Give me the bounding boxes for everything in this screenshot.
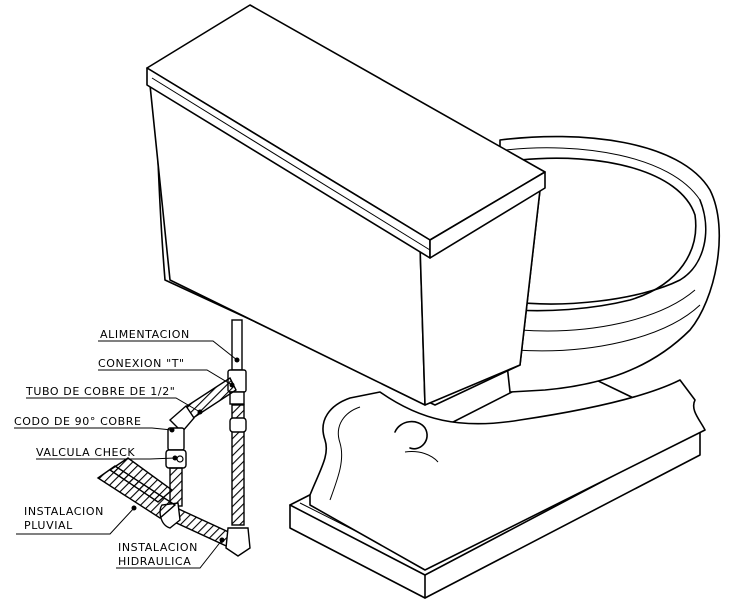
toilet-bowl [499,135,721,393]
label-codo-cobre: CODO DE 90° COBRE [14,415,142,428]
label-tubo-cobre: TUBO DE COBRE DE 1/2" [25,385,175,398]
leader-alimentacion [98,340,238,361]
copper-tube-vertical-left [169,467,183,507]
leader-codo-cobre [14,427,173,431]
plumbing-assembly [96,319,251,557]
pipe-coupling [229,417,247,433]
t-collar [229,391,245,405]
leader-hidraulica [116,539,223,569]
toilet-tank [146,4,546,406]
leader-pluvial [16,507,135,535]
label-conexion-t: CONEXION "T" [98,357,185,370]
leader-tubo-cobre [26,397,201,413]
label-valvula-check: VALCULA CHECK [36,446,135,459]
label-pluvial-line2: PLUVIAL [24,519,73,532]
label-alimentacion: ALIMENTACION [100,328,190,341]
lower-elbow-right [225,527,251,557]
copper-tube-vertical-right [231,404,245,526]
toilet-pedestal [309,379,706,571]
label-hidraulica-line1: INSTALACION [118,541,198,554]
labels: ALIMENTACION CONEXION "T" TUBO DE COBRE … [14,328,198,568]
label-hidraulica-line2: HIDRAULICA [118,555,191,568]
label-pluvial-line1: INSTALACION [24,505,104,518]
leader-valvula-check [36,457,176,460]
leader-conexion-t [98,369,233,386]
leader-lines [14,340,240,569]
